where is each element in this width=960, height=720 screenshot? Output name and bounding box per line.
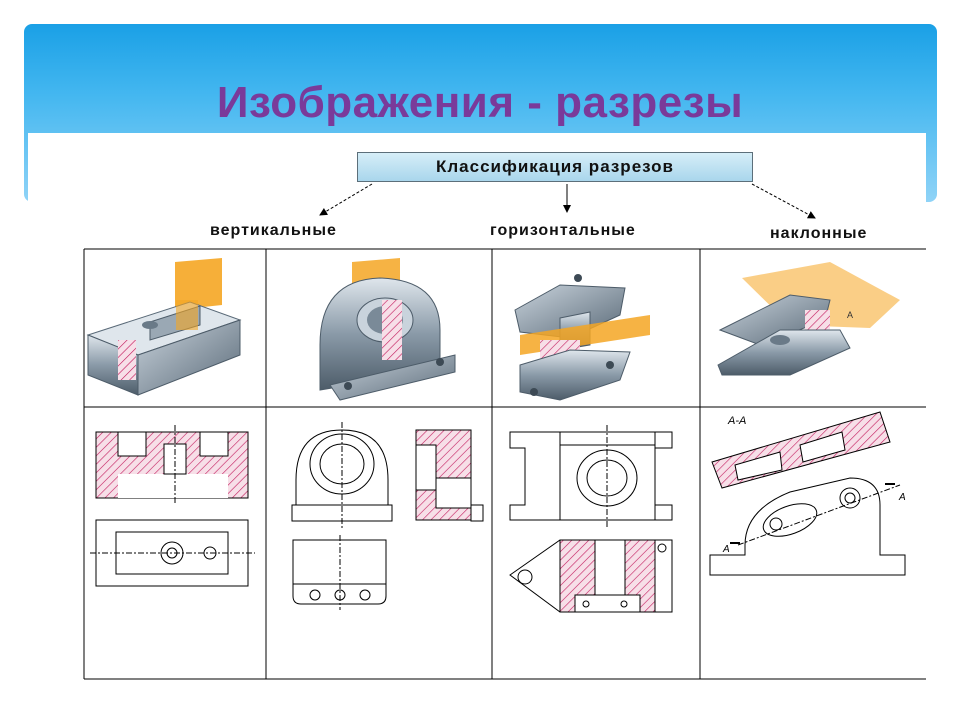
vertical-section-3d-a — [86, 258, 242, 396]
horizontal-section-3d — [514, 274, 650, 401]
cut-marker-right: А — [898, 492, 906, 503]
classification-arrows — [319, 183, 816, 219]
cut-marker-left: А — [722, 544, 730, 555]
inclined-section-2d — [709, 411, 906, 576]
drawing-grid — [83, 248, 926, 680]
vertical-section-3d-b — [319, 258, 456, 401]
category-vertical-label: вертикальные — [210, 222, 337, 239]
category-horizontal-label: горизонтальные — [490, 222, 636, 239]
vertical-section-2d-a — [90, 425, 255, 587]
slide-title: Изображения - разрезы — [216, 78, 744, 127]
classification-box: Классификация разрезов — [357, 152, 753, 182]
inclined-section-3d: A — [717, 262, 900, 376]
inclined-plane-mark: A — [847, 310, 853, 320]
horizontal-section-2d — [509, 425, 673, 613]
vertical-section-2d-b — [291, 422, 484, 610]
category-inclined-label: наклонные — [770, 225, 868, 242]
section-aa-label: А-А — [727, 415, 746, 427]
